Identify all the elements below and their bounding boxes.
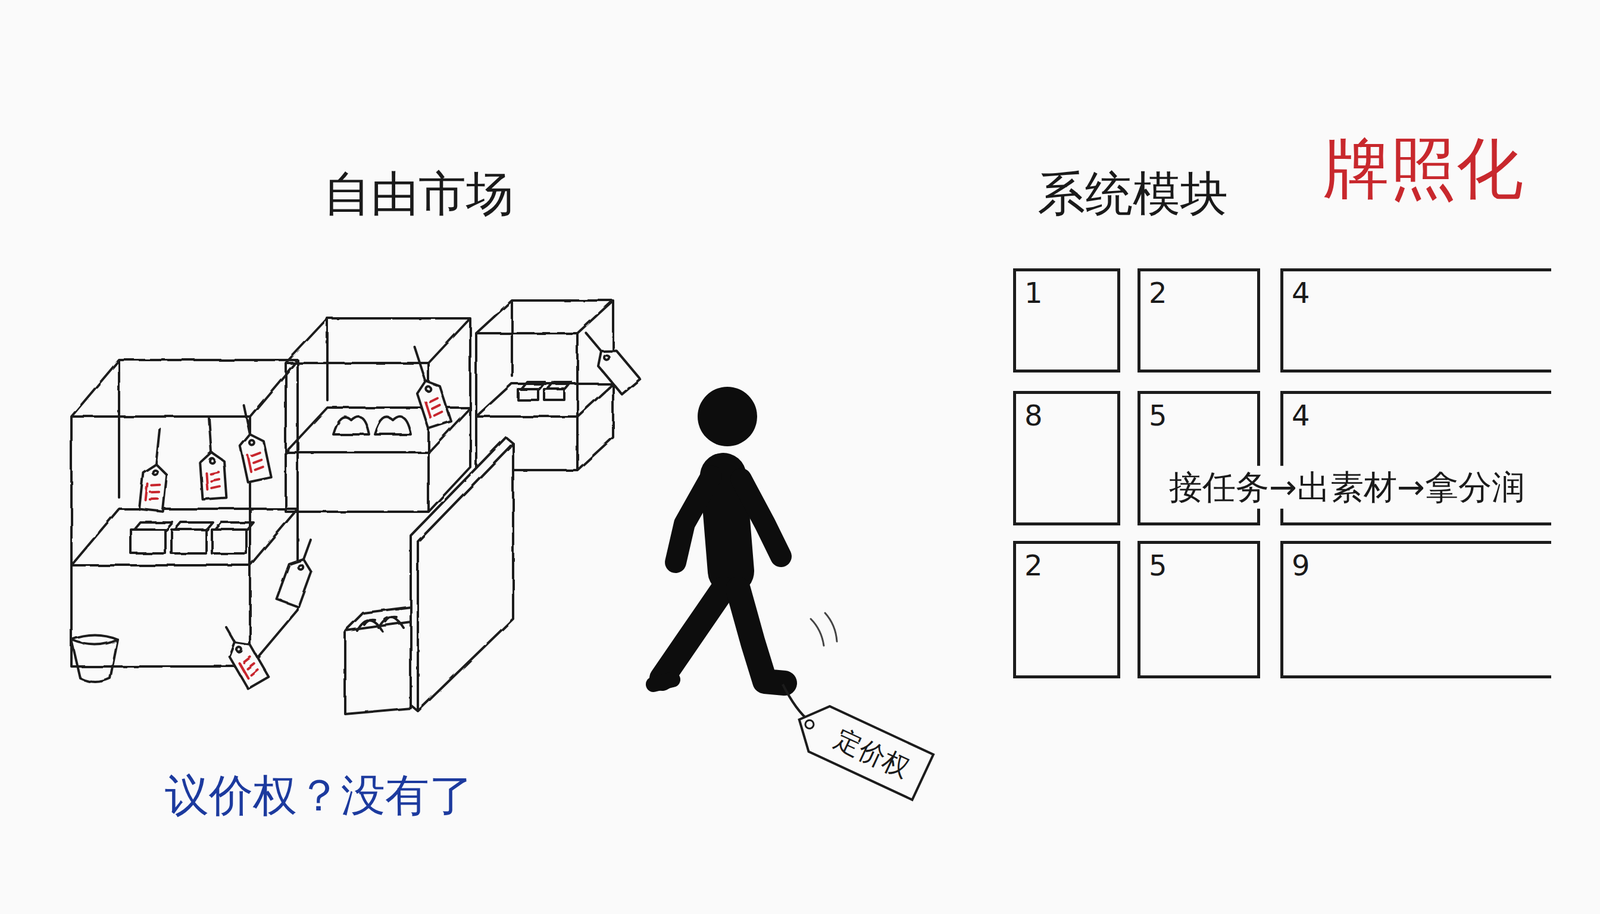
- motion-lines: [810, 613, 837, 646]
- section-heading: 自由市场: [323, 166, 514, 222]
- bucket: [71, 635, 118, 683]
- market-stall: [285, 318, 471, 512]
- crate: [345, 607, 411, 715]
- grid-cell: 4: [1280, 268, 1552, 373]
- price-tag: [276, 535, 323, 608]
- goods: [211, 529, 247, 554]
- price-tag: [197, 416, 227, 500]
- bread: [357, 617, 404, 631]
- cell-number: 9: [1291, 550, 1543, 582]
- goods: [134, 522, 173, 530]
- goods: [521, 382, 546, 390]
- price-tag: [232, 402, 272, 483]
- market-sketch: [71, 300, 640, 715]
- market-stall: [71, 360, 298, 667]
- grid-cell: 5: [1137, 541, 1261, 679]
- cell-number: 8: [1024, 400, 1109, 432]
- cell-number: 5: [1148, 400, 1249, 432]
- cell-number: 4: [1291, 277, 1543, 309]
- goods: [333, 416, 370, 435]
- note: 议价权？没有了: [164, 770, 474, 821]
- goods: [547, 382, 572, 390]
- grid-cell: 2: [1013, 541, 1121, 679]
- cell-number: 4: [1291, 400, 1543, 432]
- board: [410, 437, 514, 712]
- cell-number: 2: [1024, 550, 1109, 582]
- goods: [215, 522, 254, 530]
- cell-number: 1: [1024, 277, 1109, 309]
- walking-person: [653, 386, 785, 685]
- price-tag: [576, 325, 640, 395]
- price-tag: [402, 343, 452, 430]
- cell-number: 5: [1148, 550, 1249, 582]
- grid-cell: 8: [1013, 391, 1121, 526]
- goods: [130, 529, 166, 554]
- grid-cell: 1: [1013, 268, 1121, 373]
- goods: [375, 416, 411, 435]
- market-stall: [476, 300, 614, 471]
- pricing-tag: 定价权: [786, 694, 937, 803]
- grid-cell: 9: [1280, 541, 1552, 679]
- goods: [171, 529, 206, 554]
- goods: [175, 522, 214, 530]
- cell-number: 2: [1148, 277, 1249, 309]
- emphasis-word: 牌照化: [1323, 130, 1524, 208]
- price-tag: [139, 427, 172, 512]
- goods: [544, 389, 565, 400]
- grid-cell: 2: [1137, 268, 1261, 373]
- price-tag: [216, 621, 270, 690]
- flow-note: 接任务→出素材→拿分润: [1164, 466, 1530, 509]
- section-heading: 系统模块: [1037, 166, 1228, 222]
- goods: [517, 389, 539, 400]
